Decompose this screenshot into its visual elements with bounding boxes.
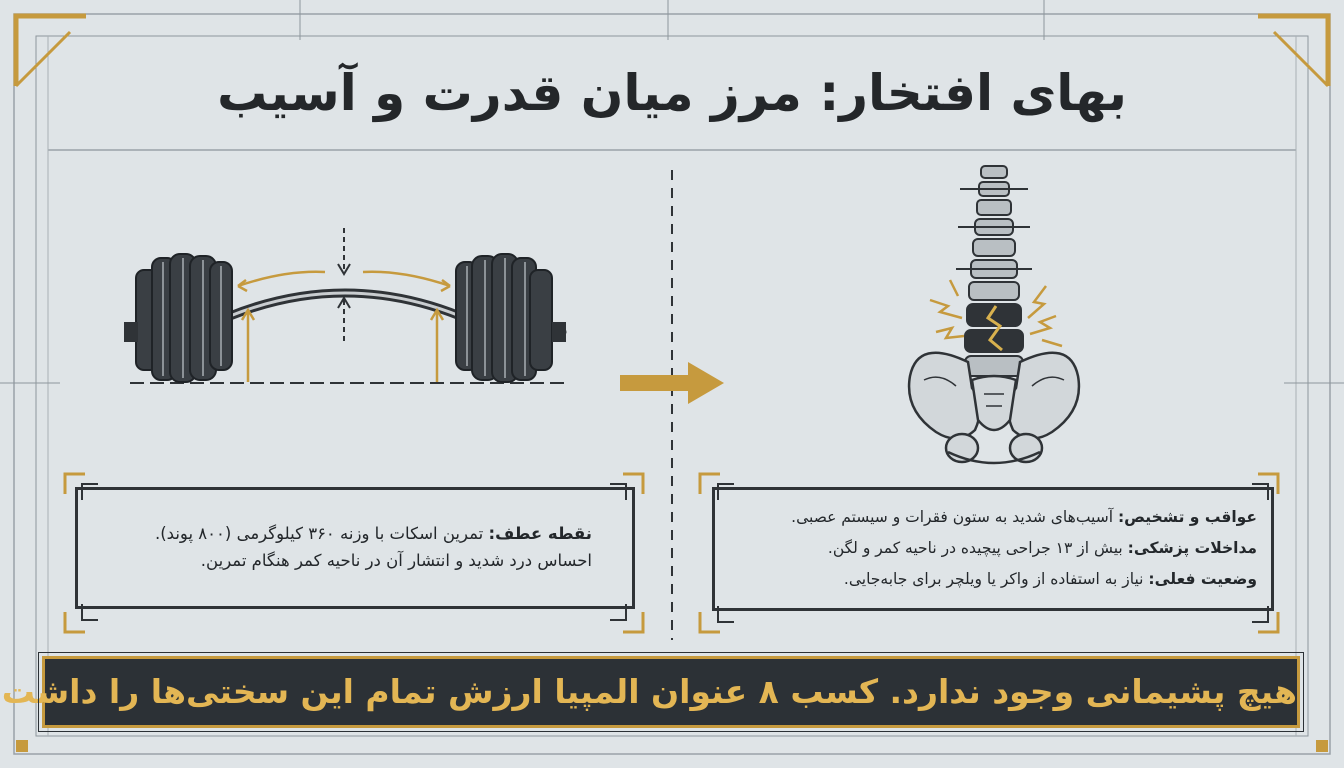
card-line: عواقب و تشخیص: آسیب‌های شدید به ستون فقر… (725, 502, 1257, 533)
status-text: نیاز به استفاده از واکر یا ویلچر برای جا… (843, 570, 1149, 588)
card-line: احساس درد شدید و انتشار آن در ناحیه کمر … (98, 547, 592, 574)
consequences-label: عواقب و تشخیص: (1117, 508, 1257, 526)
consequences-text: آسیب‌های شدید به ستون فقرات و سیستم عصبی… (791, 508, 1118, 526)
turning-point-card: نقطه عطف: تمرین اسکات با وزنه ۳۶۰ کیلوگر… (75, 487, 635, 609)
medical-text: بیش از ۱۳ جراحی پیچیده در ناحیه کمر و لگ… (827, 539, 1128, 557)
card-line: مداخلات پزشکی: بیش از ۱۳ جراحی پیچیده در… (725, 533, 1257, 564)
card-line: وضعیت فعلی: نیاز به استفاده از واکر یا و… (725, 564, 1257, 595)
conclusion-banner: هیچ پشیمانی وجود ندارد. کسب ۸ عنوان المپ… (0, 652, 1304, 732)
consequences-card: عواقب و تشخیص: آسیب‌های شدید به ستون فقر… (712, 487, 1274, 611)
turning-point-label: نقطه عطف: (488, 524, 593, 543)
arrow-right-icon (620, 362, 724, 404)
turning-point-text-2: احساس درد شدید و انتشار آن در ناحیه کمر … (200, 551, 592, 570)
turning-point-text: تمرین اسکات با وزنه ۳۶۰ کیلوگرمی (۸۰۰ پو… (155, 524, 489, 543)
status-label: وضعیت فعلی: (1148, 570, 1257, 588)
card-line: نقطه عطف: تمرین اسکات با وزنه ۳۶۰ کیلوگر… (98, 520, 592, 547)
medical-label: مداخلات پزشکی: (1127, 539, 1257, 557)
page-title: بهای افتخار: مرز میان قدرت و آسیب (217, 64, 1127, 122)
injured-spine-pelvis-icon (907, 165, 1081, 465)
barbell-bending-icon (124, 228, 567, 384)
